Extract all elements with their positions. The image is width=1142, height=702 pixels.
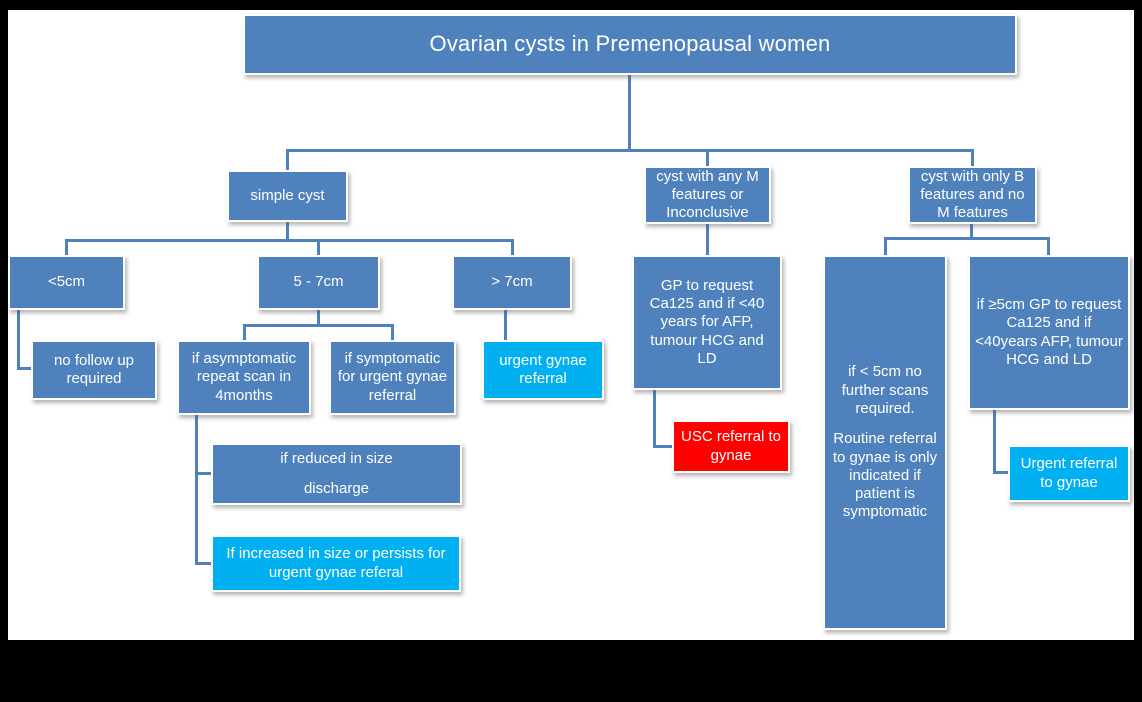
connector-simple-down xyxy=(286,222,289,241)
connector-asymptomatic-trunk xyxy=(195,415,198,565)
connector-branch-1 xyxy=(286,149,974,152)
node-reduced-in-size: if reduced in size discharge xyxy=(211,443,462,505)
connector-title-down xyxy=(628,75,631,150)
connector-gp-down xyxy=(653,390,656,448)
node-reduced-line1: if reduced in size xyxy=(280,449,393,467)
node-cyst-any-m: cyst with any M features or Inconclusive xyxy=(644,166,771,224)
connector-over7-down xyxy=(504,310,507,340)
connector-branch-2 xyxy=(65,239,514,242)
connector-to-asymptomatic xyxy=(243,324,246,340)
node-only-b-small-line2: Routine referral to gynae is only indica… xyxy=(832,430,938,521)
node-only-b-small: if < 5cm no further scans required. Rout… xyxy=(823,255,947,630)
connector-to-symptomatic xyxy=(391,324,394,340)
connector-to-5-7 xyxy=(317,239,320,255)
connector-5-7-down xyxy=(317,310,320,326)
connector-to-reduced xyxy=(195,472,211,475)
connector-under5-down xyxy=(17,310,20,370)
node-urgent-gynae-referral: urgent gynae referral xyxy=(482,340,604,400)
node-ge-5cm: if ≥5cm GP to request Ca125 and if <40ye… xyxy=(968,255,1130,410)
connector-branch-3 xyxy=(243,324,394,327)
node-title: Ovarian cysts in Premenopausal women xyxy=(243,14,1017,75)
node-no-follow-up: no follow up required xyxy=(31,340,157,400)
node-simple-cyst: simple cyst xyxy=(227,170,348,222)
connector-to-tall xyxy=(884,237,887,255)
connector-to-ge5 xyxy=(1047,237,1050,255)
connector-under5-elbow xyxy=(17,367,31,370)
connector-to-increased xyxy=(195,562,211,565)
node-only-b-small-line1: if < 5cm no further scans required. xyxy=(841,363,929,417)
connector-to-any-m xyxy=(706,149,709,166)
node-asymptomatic: if asymptomatic repeat scan in 4months xyxy=(177,340,311,415)
connector-to-urgent-referral xyxy=(993,471,1008,474)
node-reduced-line2: discharge xyxy=(303,480,370,497)
node-increased-in-size: If increased in size or persists for urg… xyxy=(211,535,461,592)
node-over-7cm: > 7cm xyxy=(452,255,572,310)
node-urgent-referral-gynae: Urgent referral to gynae xyxy=(1008,445,1130,502)
flowchart-canvas xyxy=(8,10,1134,640)
connector-to-only-b xyxy=(971,149,974,166)
connector-to-under5 xyxy=(65,239,68,255)
connector-onlyb-down xyxy=(970,224,973,239)
node-gp-request: GP to request Ca125 and if <40 years for… xyxy=(632,255,782,390)
connector-to-over7 xyxy=(511,239,514,255)
connector-to-simple-cyst xyxy=(286,149,289,170)
node-usc-referral: USC referral to gynae xyxy=(672,420,790,473)
connector-to-usc xyxy=(653,445,672,448)
connector-branch-4 xyxy=(884,237,1050,240)
connector-ge5-down xyxy=(993,410,996,474)
node-symptomatic: if symptomatic for urgent gynae referral xyxy=(329,340,456,415)
node-cyst-only-b: cyst with only B features and no M featu… xyxy=(908,166,1037,224)
node-5-7cm: 5 - 7cm xyxy=(257,255,380,310)
node-under-5cm: <5cm xyxy=(8,255,125,310)
connector-anym-down xyxy=(706,224,709,255)
